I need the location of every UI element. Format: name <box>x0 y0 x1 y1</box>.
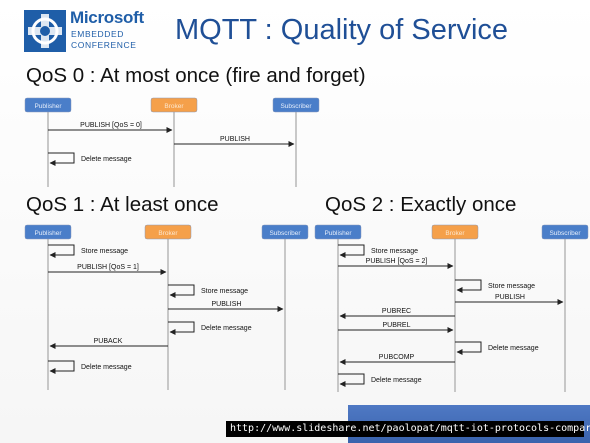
qos1-message-label-5: PUBACK <box>94 338 123 345</box>
qos2-self-arrow-6 <box>455 341 482 355</box>
qos0-message-label-0: PUBLISH [QoS = 0] <box>80 122 142 129</box>
qos2-message-label-8: Delete message <box>371 377 422 384</box>
qos0-self-arrow-2 <box>48 152 75 166</box>
qos0-actor-label-publisher: Publisher <box>34 103 62 110</box>
qos2-self-arrow-2 <box>455 279 482 293</box>
qos0-actor-label-subscriber: Subscriber <box>280 103 312 110</box>
qos1-actor-label-broker: Broker <box>158 230 178 237</box>
qos2-self-arrow-0 <box>338 244 365 258</box>
qos2-actor-box-publisher <box>314 224 362 240</box>
qos1-message-label-0: Store message <box>81 248 128 255</box>
qos2-actor-label-subscriber: Subscriber <box>549 230 581 237</box>
qos1-message-label-3: PUBLISH <box>212 301 242 308</box>
qos2-message-label-7: PUBCOMP <box>379 354 415 361</box>
logo-text-embedded: EMBEDDED <box>71 29 124 39</box>
qos2-self-arrow-8 <box>338 373 365 387</box>
qos2-actor-label-broker: Broker <box>445 230 465 237</box>
qos2-message-label-2: Store message <box>488 283 535 290</box>
qos2-actor-label-publisher: Publisher <box>324 230 352 237</box>
qos0-actor-box-publisher <box>24 97 72 113</box>
logo-emblem-icon <box>24 10 66 52</box>
qos2-actor-box-subscriber <box>541 224 589 240</box>
qos2-heading: QoS 2 : Exactly once <box>325 193 517 216</box>
qos1-self-arrow-4 <box>168 321 195 335</box>
qos1-actor-label-subscriber: Subscriber <box>269 230 301 237</box>
qos2-message-label-6: Delete message <box>488 345 539 352</box>
qos1-actor-box-broker <box>144 224 192 240</box>
qos1-heading: QoS 1 : At least once <box>26 193 219 216</box>
logo-text-conference: CONFERENCE <box>71 40 137 50</box>
qos1-message-label-6: Delete message <box>81 364 132 371</box>
qos1-message-label-4: Delete message <box>201 325 252 332</box>
source-url-caption: http://www.slideshare.net/paolopat/mqtt-… <box>226 421 590 437</box>
qos2-message-label-4: PUBREC <box>382 308 411 315</box>
qos1-self-arrow-2 <box>168 284 195 298</box>
qos0-actor-box-subscriber <box>272 97 320 113</box>
qos1-actor-box-publisher <box>24 224 72 240</box>
qos2-message-label-5: PUBREL <box>382 322 410 329</box>
qos0-actor-label-broker: Broker <box>164 103 184 110</box>
qos0-heading: QoS 0 : At most once (fire and forget) <box>26 64 366 87</box>
qos2-message-label-3: PUBLISH <box>495 294 525 301</box>
logo-text-microsoft: Microsoft <box>70 8 144 27</box>
qos1-message-label-2: Store message <box>201 288 248 295</box>
qos1-actor-label-publisher: Publisher <box>34 230 62 237</box>
qos2-actor-box-broker <box>431 224 479 240</box>
qos1-self-arrow-6 <box>48 360 75 374</box>
qos0-actor-box-broker <box>150 97 198 113</box>
qos0-message-label-1: PUBLISH <box>220 136 250 143</box>
qos1-actor-box-subscriber <box>261 224 309 240</box>
qos2-message-label-0: Store message <box>371 248 418 255</box>
qos1-message-label-1: PUBLISH [QoS = 1] <box>77 264 139 271</box>
qos0-message-label-2: Delete message <box>81 156 132 163</box>
microsoft-embedded-conference-logo: Microsoft EMBEDDED CONFERENCE <box>24 8 154 58</box>
qos1-self-arrow-0 <box>48 244 75 258</box>
qos2-message-label-1: PUBLISH [QoS = 2] <box>366 258 428 265</box>
slide-title: MQTT : Quality of Service <box>175 14 509 46</box>
